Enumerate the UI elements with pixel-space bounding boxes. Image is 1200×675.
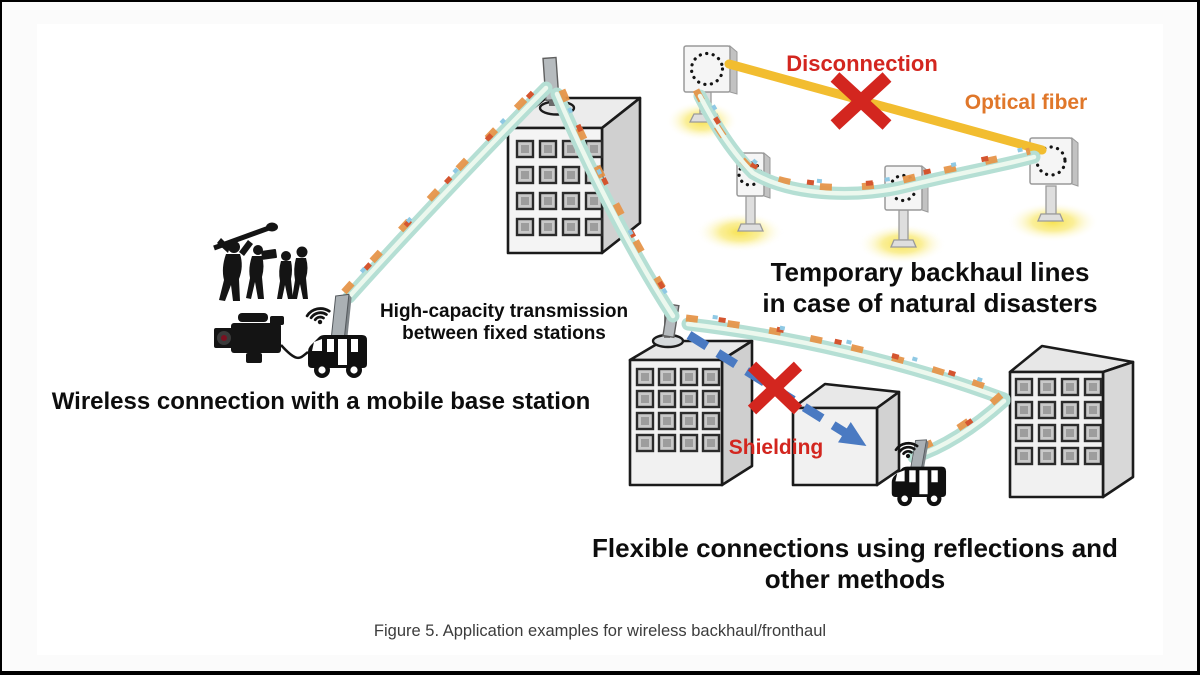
disconnection-label: Disconnection [786,51,938,76]
radio-wave-icon [692,84,1041,200]
optical-fiber-line [724,59,1047,155]
shielding-label: Shielding [728,436,824,459]
radio-wave-icon [550,86,683,323]
radio-wave-icon [340,78,553,304]
title-line: Temporary backhaul lines [770,257,1090,287]
red-x-icon [830,72,892,130]
office-building-icon [1008,344,1135,499]
flexible-connections-title: Flexible connections using reflections a… [555,533,1155,595]
temporary-backhaul-title: Temporary backhaul lines in case of natu… [730,257,1130,319]
annotation-line: High-capacity transmission [379,301,629,322]
annotation-line: between fixed stations [402,323,606,344]
radio-wave-icon [681,312,1011,406]
red-x-icon [747,361,803,415]
mobile-van-icon [304,292,367,378]
high-capacity-annotation: High-capacity transmission between fixed… [374,301,634,345]
office-building-icon [628,339,754,487]
video-camera-icon [214,313,309,363]
wireless-connection-title: Wireless connection with a mobile base s… [51,388,591,415]
optical-fiber-label: Optical fiber [964,91,1088,114]
title-line: in case of natural disasters [762,288,1098,318]
title-line: other methods [764,564,946,594]
film-crew-icon [213,222,308,301]
figure-caption: Figure 5. Application examples for wirel… [373,622,827,640]
title-line: Flexible connections using reflections a… [592,533,1118,563]
